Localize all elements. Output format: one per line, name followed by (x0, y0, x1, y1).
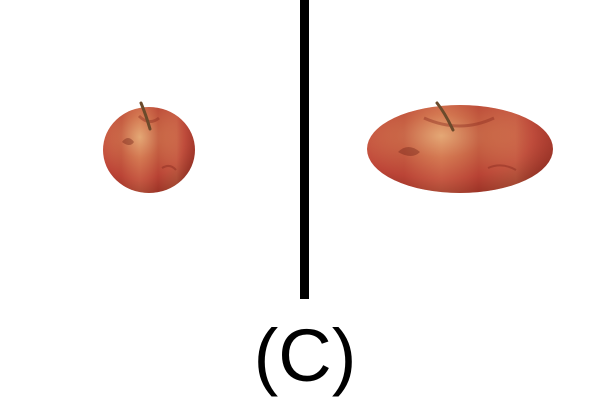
apple-icon (367, 101, 553, 193)
divider-line (300, 0, 309, 299)
apple-stretched (367, 101, 553, 193)
left-panel (0, 0, 300, 300)
apple-icon (103, 101, 195, 193)
apple-small (103, 101, 195, 193)
figure-caption: (C) (253, 314, 357, 397)
right-panel (306, 0, 606, 300)
